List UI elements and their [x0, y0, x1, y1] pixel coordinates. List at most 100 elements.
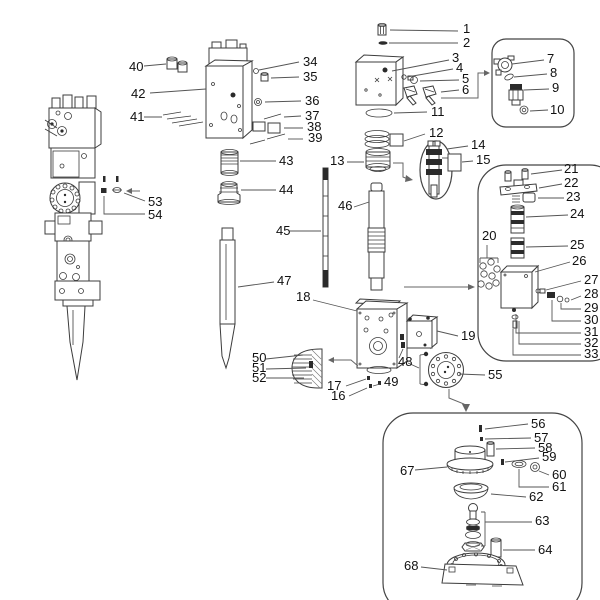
- part-63-valve-stack: [461, 503, 485, 552]
- part-label-51: 51: [252, 360, 266, 375]
- part-label-54: 54: [148, 207, 162, 222]
- part-label-53: 53: [148, 194, 162, 209]
- part-58-pin: [486, 441, 495, 457]
- part-label-33: 33: [584, 346, 598, 361]
- assembled-breaker-side-view: [44, 94, 103, 381]
- part-label-41: 41: [130, 109, 144, 124]
- part-label-37: 37: [305, 108, 319, 123]
- part-15-side-block: [442, 153, 462, 172]
- part-label-20: 20: [482, 228, 496, 243]
- part-label-39: 39: [308, 130, 322, 145]
- part-12-seal-stack: [364, 130, 404, 148]
- part-label-19: 19: [461, 328, 475, 343]
- part-labels: 1 2 3 4 5 6 7 8 9 10 11 12 13 14 15 16 1…: [129, 21, 598, 573]
- part-41-pins: [162, 111, 204, 127]
- part-16-17-screws: [367, 376, 372, 388]
- part-label-32: 32: [584, 335, 598, 350]
- part-label-58: 58: [538, 440, 552, 455]
- part-label-5: 5: [462, 71, 469, 86]
- part-label-48: 48: [398, 354, 412, 369]
- part-45-tie-rod: [322, 167, 329, 288]
- inset-ellipse-valve-detail: [419, 140, 462, 200]
- part-38-valve-pin: [252, 121, 281, 134]
- part-23-spring-plug: [512, 192, 536, 203]
- part-label-43: 43: [279, 153, 293, 168]
- part-label-38: 38: [307, 119, 321, 134]
- part-label-4: 4: [456, 60, 463, 75]
- part-34-ring: [253, 68, 259, 74]
- part-42-valve-block: [204, 39, 254, 140]
- part-39-pins: [249, 133, 286, 145]
- part-25-valve-spool: [510, 237, 525, 259]
- part-21-pins: [504, 168, 529, 182]
- part-label-30: 30: [584, 312, 598, 327]
- part-label-27: 27: [584, 272, 598, 287]
- part-3-head-block: [354, 54, 405, 107]
- part-label-67: 67: [400, 463, 414, 478]
- part-10-ring: [519, 105, 529, 115]
- part-label-6: 6: [462, 82, 469, 97]
- part-label-16: 16: [331, 388, 345, 403]
- part-label-60: 60: [552, 467, 566, 482]
- part-62-bowl: [453, 482, 489, 500]
- part-40-plugs: [166, 56, 188, 73]
- leader-lines: [103, 29, 582, 571]
- part-13-gland-bushing: [365, 148, 391, 172]
- part-label-31: 31: [584, 324, 598, 339]
- part-label-45: 45: [276, 223, 290, 238]
- part-67-cylinder-cap: [446, 445, 494, 474]
- part-27-33-fittings: [511, 288, 570, 329]
- part-label-44: 44: [279, 182, 293, 197]
- part-47-chisel: [219, 227, 236, 370]
- part-5-fitting: [407, 75, 418, 84]
- part-44-bushing: [217, 181, 241, 205]
- part-label-10: 10: [550, 102, 564, 117]
- part-label-29: 29: [584, 300, 598, 315]
- part-label-49: 49: [384, 374, 398, 389]
- part-26-control-valve-block: [499, 264, 540, 310]
- part-1-plug: [377, 22, 387, 36]
- part-37-pin: [263, 113, 282, 120]
- part-label-56: 56: [531, 416, 545, 431]
- part-11-o-ring: [365, 108, 393, 118]
- part-label-15: 15: [476, 152, 490, 167]
- part-label-61: 61: [552, 479, 566, 494]
- part-label-59: 59: [542, 449, 556, 464]
- part-7-valve-fitting: [493, 55, 515, 76]
- part-label-68: 68: [404, 558, 418, 573]
- part-label-35: 35: [303, 69, 317, 84]
- part-9-fitting: [508, 84, 524, 106]
- part-label-28: 28: [584, 286, 598, 301]
- part-label-47: 47: [277, 273, 291, 288]
- part-label-3: 3: [452, 50, 459, 65]
- part-61-ring: [511, 460, 527, 468]
- part-4-ring: [401, 74, 407, 80]
- part-label-52: 52: [252, 370, 266, 385]
- part-label-8: 8: [550, 65, 557, 80]
- part-label-25: 25: [570, 237, 584, 252]
- part-label-17: 17: [327, 378, 341, 393]
- inset-right-box: [477, 164, 600, 362]
- part-64-cylinder: [490, 537, 502, 558]
- part-label-26: 26: [572, 253, 586, 268]
- part-19-side-valve-block: [405, 314, 439, 350]
- part-label-2: 2: [463, 35, 470, 50]
- part-55-accumulator: [419, 351, 464, 388]
- part-label-55: 55: [488, 367, 502, 382]
- part-56-pin: [479, 425, 482, 432]
- part-label-36: 36: [305, 93, 319, 108]
- part-label-9: 9: [552, 80, 559, 95]
- part-43-ribbed-sleeve: [220, 149, 239, 176]
- part-label-46: 46: [338, 198, 352, 213]
- part-label-50: 50: [252, 350, 266, 365]
- part-18-back-head-block: [354, 298, 409, 374]
- part-24-valve-spool: [510, 204, 525, 234]
- inset-bottom-box: [382, 412, 583, 600]
- part-label-22: 22: [564, 175, 578, 190]
- part-22-plate: [499, 179, 538, 196]
- part-label-24: 24: [570, 206, 584, 221]
- part-6-hose-fittings: [403, 85, 437, 106]
- part-label-13: 13: [330, 153, 344, 168]
